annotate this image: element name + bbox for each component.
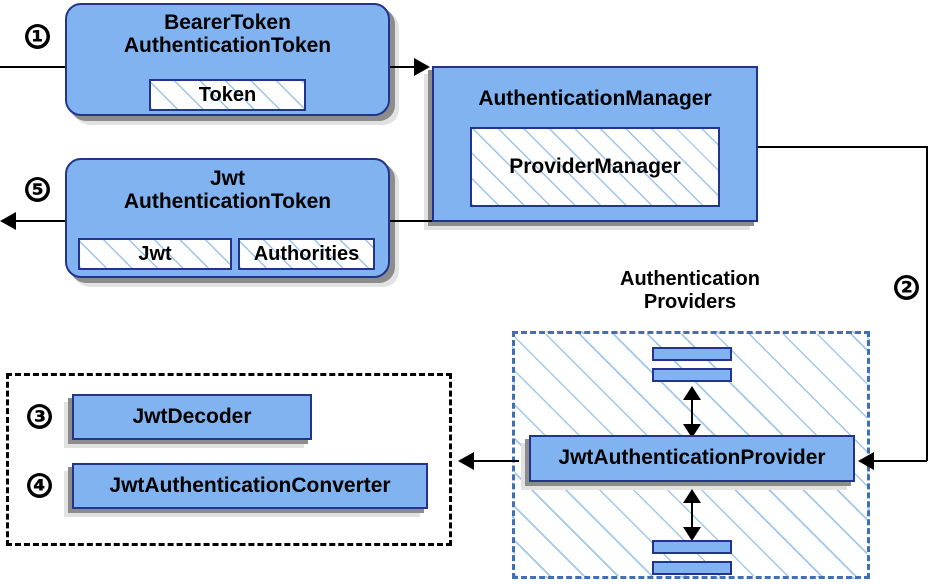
provider-link-top-arrow-down bbox=[683, 424, 701, 438]
step-5-badge: ❺ bbox=[25, 177, 50, 202]
jwt-decoder-label: JwtDecoder bbox=[132, 404, 252, 428]
provider-placeholder-bar-bottom-1 bbox=[652, 540, 732, 554]
connector-step5-outbound bbox=[16, 220, 71, 222]
provider-placeholder-bar-top-1 bbox=[652, 347, 732, 361]
step-4-badge: ❹ bbox=[27, 473, 52, 498]
step-1-badge: ❶ bbox=[25, 24, 50, 49]
authorities-inner-box: Authorities bbox=[238, 238, 375, 270]
provider-placeholder-bar-top-2 bbox=[652, 368, 732, 382]
step-2-badge: ❷ bbox=[894, 275, 919, 300]
jwt-decoder-node[interactable]: JwtDecoder bbox=[72, 394, 312, 440]
connector-step2-top bbox=[758, 146, 928, 148]
connector-provider-to-support bbox=[474, 460, 519, 462]
jwt-inner-label: Jwt bbox=[138, 242, 172, 265]
provider-link-top-arrow-up bbox=[683, 386, 701, 400]
step-3-number: ❸ bbox=[28, 402, 51, 431]
connector-step2-bottom bbox=[862, 460, 927, 462]
provider-manager-inner-box: ProviderManager bbox=[470, 127, 720, 207]
step-5-number: ❺ bbox=[26, 175, 49, 204]
provider-link-bottom-arrow-down bbox=[683, 527, 701, 541]
jwt-authentication-converter-label: JwtAuthenticationConverter bbox=[109, 473, 391, 497]
connector-provider-to-support-arrowhead bbox=[458, 452, 474, 470]
connector-step5-arrowhead bbox=[0, 212, 16, 230]
jwt-support-components-container bbox=[6, 373, 452, 546]
token-inner-label: Token bbox=[198, 83, 257, 106]
jwt-token-title-line1: Jwt bbox=[209, 167, 245, 190]
authentication-providers-label-line2: Providers bbox=[643, 290, 737, 313]
step-1-number: ❶ bbox=[26, 22, 49, 51]
step-3-badge: ❸ bbox=[27, 404, 52, 429]
connector-manager-to-jwt-token bbox=[390, 220, 434, 222]
jwt-inner-box: Jwt bbox=[78, 238, 232, 270]
authentication-providers-label-line1: Authentication bbox=[620, 268, 760, 290]
connector-bearer-to-manager bbox=[390, 66, 416, 68]
jwt-authentication-provider-label: JwtAuthenticationProvider bbox=[558, 446, 826, 470]
jwt-authentication-provider-node[interactable]: JwtAuthenticationProvider bbox=[529, 435, 855, 482]
jwt-token-title-line2: AuthenticationToken bbox=[123, 189, 332, 213]
bearer-token-title-line1: BearerToken bbox=[164, 11, 291, 34]
step-4-number: ❹ bbox=[28, 471, 51, 500]
connector-bearer-to-manager-arrowhead bbox=[414, 58, 430, 76]
token-inner-box: Token bbox=[149, 79, 306, 111]
connector-step2-right bbox=[926, 146, 928, 461]
bearer-token-title-line2: AuthenticationToken bbox=[123, 33, 332, 57]
jwt-authentication-converter-node[interactable]: JwtAuthenticationConverter bbox=[72, 463, 428, 509]
provider-link-bottom-arrow-up bbox=[683, 489, 701, 503]
provider-manager-label: ProviderManager bbox=[509, 155, 681, 178]
provider-placeholder-bar-bottom-2 bbox=[652, 561, 732, 575]
connector-step2-arrowhead bbox=[858, 452, 874, 470]
authorities-inner-label: Authorities bbox=[253, 242, 360, 265]
authentication-providers-label: Authentication Providers bbox=[590, 268, 790, 314]
provider-link-bottom-line bbox=[691, 495, 693, 535]
step-2-number: ❷ bbox=[895, 273, 918, 302]
provider-link-top-line bbox=[691, 392, 693, 432]
connector-step1-inbound bbox=[0, 66, 68, 68]
authentication-manager-title: AuthenticationManager bbox=[478, 87, 712, 110]
